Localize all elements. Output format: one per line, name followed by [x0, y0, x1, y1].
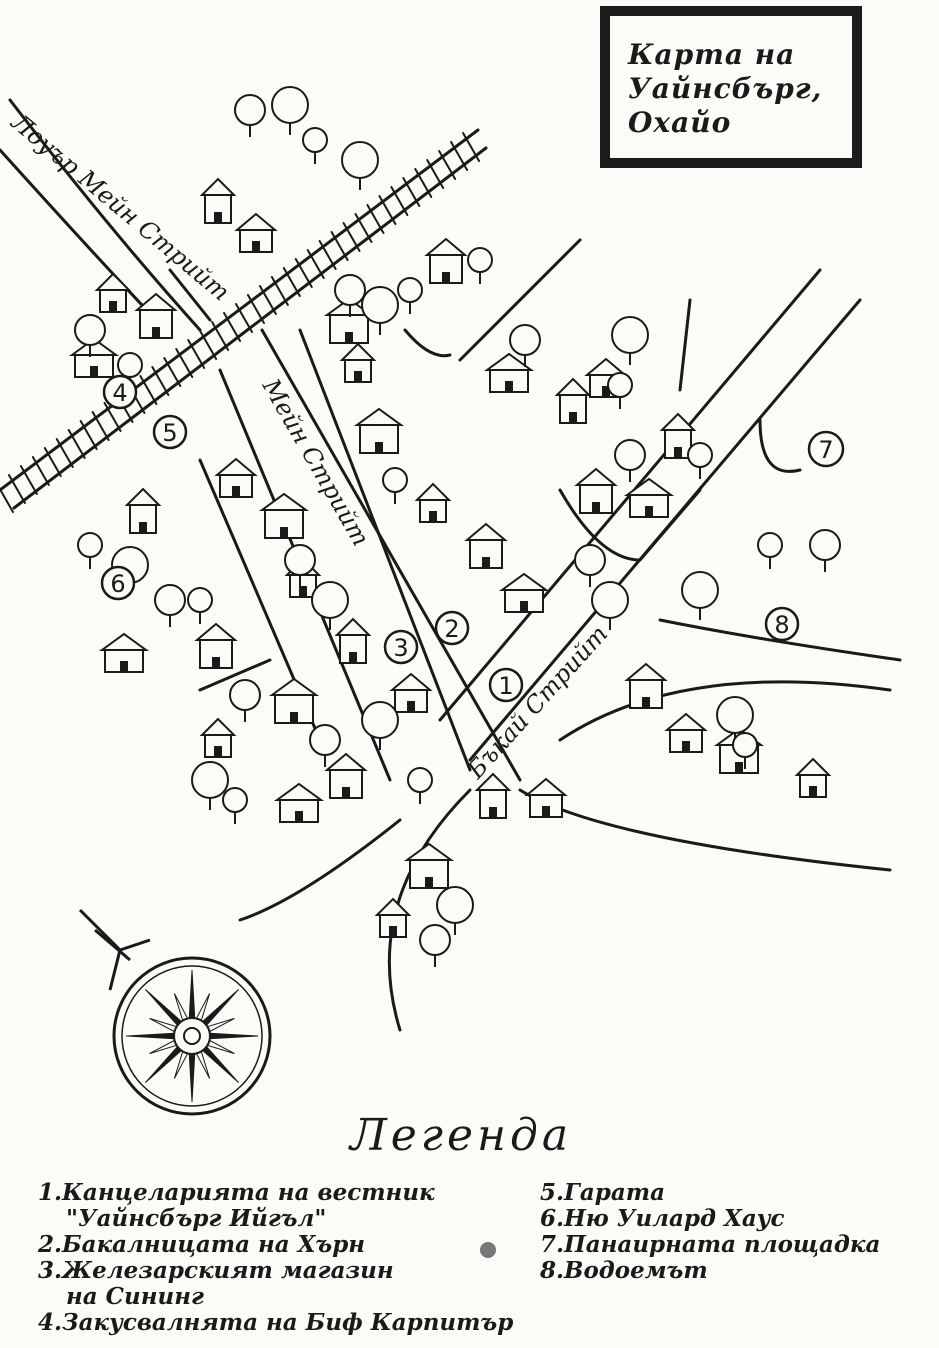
map-title-line-2: Уайнсбърг,: [628, 72, 823, 105]
marker-3: 3: [383, 629, 419, 665]
marker-6: 6: [100, 565, 136, 601]
map-title-box: Карта на Уайнсбърг, Охайо: [600, 6, 862, 168]
svg-text:5: 5: [162, 419, 177, 447]
marker-7: 7: [807, 430, 845, 468]
svg-text:4: 4: [112, 379, 127, 407]
street-label-lower-main: Лоуър Мейн Стрийт: [5, 108, 235, 307]
marker-8: 8: [764, 606, 800, 642]
legend-item-2: 2.Бакалницата на Хърн: [38, 1231, 366, 1258]
legend-item-5: 5.Гарата: [540, 1179, 666, 1206]
street-label-buckeye: Бъкай Стрийт: [461, 620, 613, 785]
marker-5: 5: [152, 414, 188, 450]
svg-text:3: 3: [393, 634, 408, 662]
legend-item-4: 4.Закусвалнята на Биф Карпитър: [38, 1309, 514, 1336]
marker-1: 1: [488, 667, 524, 703]
legend-item-8: 8.Водоемът: [540, 1257, 708, 1284]
legend-item-7: 7.Панаирната площадка: [540, 1231, 881, 1258]
legend-right-column: 5.Гарата 6.Ню Уилард Хаус 7.Панаирната п…: [540, 1180, 880, 1284]
svg-text:1: 1: [498, 672, 513, 700]
map-title-line-3: Охайо: [628, 106, 732, 139]
legend-left-column: 1.Канцеларията на вестник "Уайнсбърг Ийг…: [38, 1180, 513, 1336]
north-arrow-icon: [78, 908, 151, 991]
legend-item-6: 6.Ню Уилард Хаус: [540, 1205, 785, 1232]
svg-text:8: 8: [774, 611, 789, 639]
svg-text:7: 7: [818, 436, 833, 464]
legend-item-3: 3.Железарският магазин на Сининг: [38, 1257, 394, 1310]
railroad: [0, 128, 488, 513]
legend-dot: [480, 1242, 496, 1258]
compass-rose-icon: [112, 956, 272, 1116]
marker-2: 2: [434, 610, 470, 646]
map-title-line-1: Карта на: [628, 38, 796, 71]
marker-4: 4: [102, 374, 138, 410]
svg-text:6: 6: [110, 570, 125, 598]
svg-text:2: 2: [444, 615, 459, 643]
legend-item-1: 1.Канцеларията на вестник "Уайнсбърг Ийг…: [38, 1179, 435, 1232]
legend-title: Легенда: [350, 1110, 573, 1161]
